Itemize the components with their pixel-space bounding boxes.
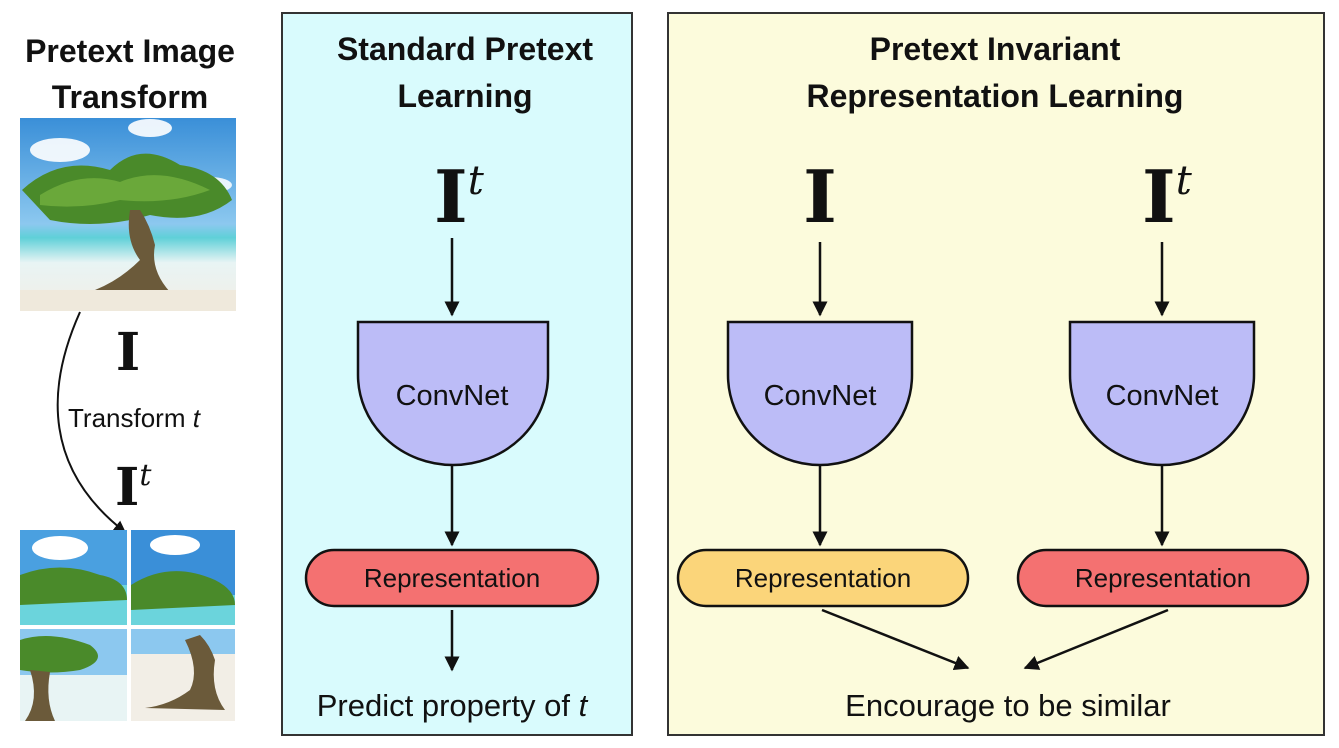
pirl-right-convnet [1068,320,1256,467]
pirl-left-representation [676,548,970,608]
pirl-right-representation-label: Representation [1075,563,1251,593]
transform-label: Transform t [68,403,202,433]
tile-top-left [20,530,127,625]
left-title-line2: Transform [52,79,208,115]
tile-bottom-right [131,629,235,721]
standard-representation [304,548,600,608]
pirl-title-line2: Representation Learning [807,78,1184,114]
pirl-left-convnet [726,320,914,467]
standard-title-line2: Learning [397,78,532,114]
left-title-line1: Pretext Image [25,33,235,69]
transform-arrow [56,311,126,533]
pirl-right-similarity-arrow [1023,608,1169,670]
pirl-panel: Pretext Invariant Representation Learnin… [667,12,1325,736]
standard-convnet-label: ConvNet [396,380,509,412]
pirl-output-text: Encourage to be similar [845,688,1171,723]
standard-input-symbol: It [434,154,485,239]
pirl-left-input-symbol: I [803,154,837,239]
standard-output-text: Predict property of t [317,688,589,723]
tile-bottom-left [20,629,127,721]
pirl-right-input-symbol: It [1142,154,1193,239]
tree-photo [20,118,236,311]
left-column: Pretext Image Transform I Transform t It [20,33,236,721]
pirl-title-line1: Pretext Invariant [870,31,1121,67]
tile-top-right [131,530,235,625]
image-symbol: I [116,322,140,383]
standard-convnet [356,320,550,467]
standard-title-line1: Standard Pretext [337,31,593,67]
pirl-left-convnet-label: ConvNet [764,380,877,412]
pirl-right-convnet-label: ConvNet [1106,380,1219,412]
standard-pretext-panel: Standard Pretext Learning It ConvNet Rep… [281,12,633,736]
transformed-tiles [20,530,235,721]
pirl-right-representation [1016,548,1310,608]
pirl-left-similarity-arrow [821,608,970,670]
standard-representation-label: Representation [364,563,540,593]
transformed-symbol: It [115,457,152,518]
pirl-left-representation-label: Representation [735,563,911,593]
